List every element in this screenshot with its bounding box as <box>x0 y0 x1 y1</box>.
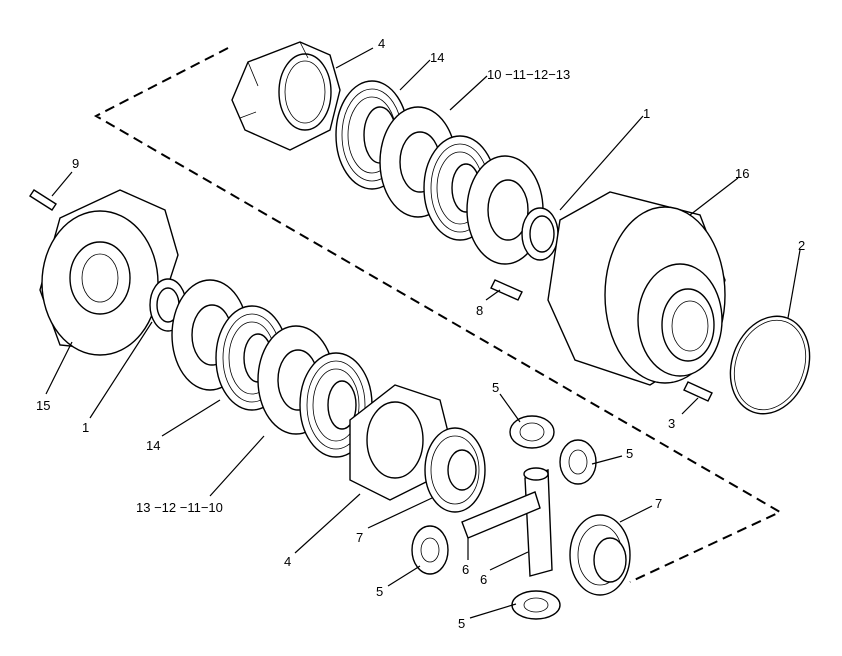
callout-7-left: 7 <box>356 530 363 545</box>
callout-15: 15 <box>36 398 50 413</box>
part-7-right-side-gear <box>569 514 631 596</box>
callout-4-bottom: 4 <box>284 554 291 569</box>
part-7-left-side-gear <box>424 427 486 513</box>
callout-6-a: 6 <box>462 562 469 577</box>
callout-5-a: 5 <box>492 380 499 395</box>
callout-1-left: 1 <box>82 420 89 435</box>
callout-6-b: 6 <box>480 572 487 587</box>
part-5-pinion-gear-d <box>511 590 561 620</box>
leader-lines <box>45 47 801 619</box>
part-15-flange-housing <box>39 189 179 356</box>
part-5-pinion-gear-a <box>509 415 555 449</box>
part-5-pinion-gear-c <box>411 525 449 575</box>
callout-16: 16 <box>735 166 749 181</box>
callout-13-10-bottom: 13 −12 −11−10 <box>136 500 223 515</box>
part-2-snap-ring <box>729 315 811 415</box>
callout-10-13-top: 10 −11−12−13 <box>487 67 570 82</box>
part-9-bolt <box>29 189 57 211</box>
callout-4-top: 4 <box>378 36 385 51</box>
callout-9: 9 <box>72 156 79 171</box>
callout-7-right: 7 <box>655 496 662 511</box>
callout-1-right: 1 <box>643 106 650 121</box>
part-4-top-clutch-housing <box>231 41 341 151</box>
callout-5-b: 5 <box>626 446 633 461</box>
part-3-pin <box>683 381 713 402</box>
callout-2: 2 <box>798 238 805 253</box>
callout-5-d: 5 <box>458 616 465 631</box>
callout-8: 8 <box>476 303 483 318</box>
callout-3: 3 <box>668 416 675 431</box>
part-6-cross-shaft <box>461 467 553 577</box>
callout-14-top: 14 <box>430 50 444 65</box>
part-1-right-thrust-washer <box>521 207 559 261</box>
part-16-differential-case <box>547 191 726 386</box>
callout-14-bottom: 14 <box>146 438 160 453</box>
part-8-pin <box>490 279 523 301</box>
part-5-pinion-gear-b <box>559 439 597 485</box>
callout-5-c: 5 <box>376 584 383 599</box>
